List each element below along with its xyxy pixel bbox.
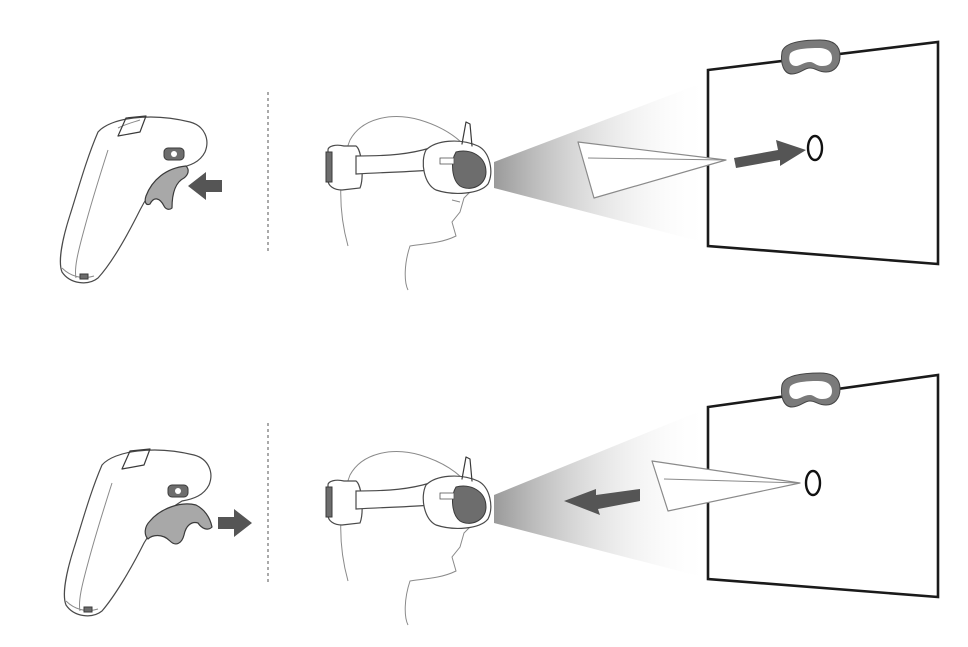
trigger xyxy=(144,503,213,545)
virtual-screen xyxy=(706,373,940,599)
release-arrow-icon xyxy=(218,509,252,537)
fpv-goggles-headset xyxy=(325,121,492,194)
trigger xyxy=(144,165,189,210)
motion-controller xyxy=(59,115,208,284)
motion-controller xyxy=(63,448,212,617)
press-arrow-icon xyxy=(188,172,222,200)
virtual-screen xyxy=(706,40,940,266)
target-ring xyxy=(806,134,824,162)
fpv-goggles-headset xyxy=(325,456,492,529)
goggles-icon xyxy=(781,372,841,408)
panel-release-backward xyxy=(0,323,968,646)
goggles-icon xyxy=(781,39,841,75)
panel-press-forward xyxy=(0,0,968,323)
paper-plane xyxy=(651,460,801,512)
motion-arrow-icon xyxy=(734,140,806,168)
motion-arrow-icon xyxy=(564,489,640,515)
paper-plane xyxy=(577,141,727,199)
projection-beam xyxy=(494,407,710,579)
target-ring xyxy=(804,469,822,497)
